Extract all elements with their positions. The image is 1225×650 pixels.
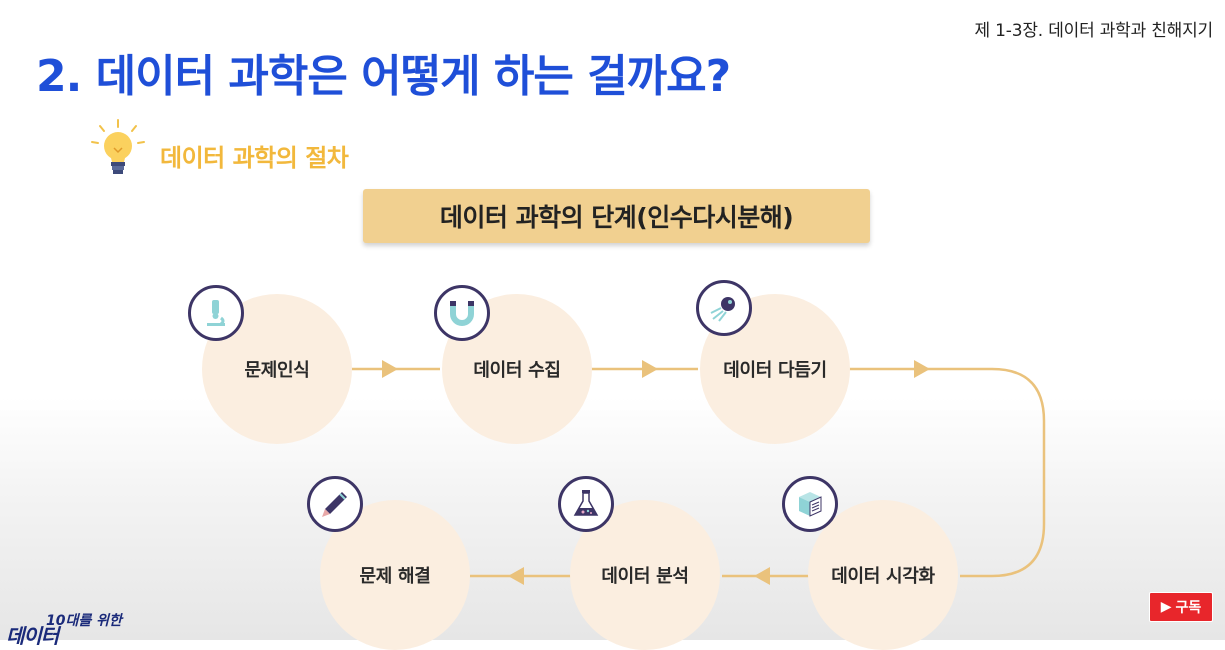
- microscope-icon: [188, 285, 244, 341]
- step-problem-recognition: 문제인식: [202, 294, 352, 444]
- subscribe-button[interactable]: ▶ 구독: [1149, 592, 1213, 622]
- step-label: 데이터 분석: [601, 566, 689, 587]
- pencil-icon: [307, 476, 363, 532]
- step-label: 문제 해결: [359, 566, 431, 587]
- cube-icon: [782, 476, 838, 532]
- logo-top-text: 10대를 위한: [46, 613, 122, 629]
- page-title: 2. 데이터 과학은 어떻게 하는 걸까요?: [36, 51, 731, 102]
- play-icon: ▶: [1160, 599, 1172, 615]
- step-label: 데이터 시각화: [831, 566, 935, 587]
- step-label: 문제인식: [244, 360, 310, 381]
- flask-icon: [558, 476, 614, 532]
- channel-logo: 10대를 위한 데이터: [4, 608, 174, 646]
- subscribe-label: 구독: [1175, 600, 1202, 616]
- step-data-visualization: 데이터 시각화: [808, 500, 958, 650]
- magnet-icon: [434, 285, 490, 341]
- logo-bottom-text: 데이터: [6, 624, 59, 648]
- section-subtitle: 데이터 과학의 절차: [160, 144, 349, 172]
- steps-banner: 데이터 과학의 단계(인수다시분해): [363, 189, 870, 243]
- step-label: 데이터 다듬기: [723, 360, 827, 381]
- step-label: 데이터 수집: [473, 360, 561, 381]
- satellite-icon: [696, 280, 752, 336]
- chapter-label: 제 1-3장. 데이터 과학과 친해지기: [974, 21, 1214, 41]
- lightbulb-icon: [91, 119, 145, 174]
